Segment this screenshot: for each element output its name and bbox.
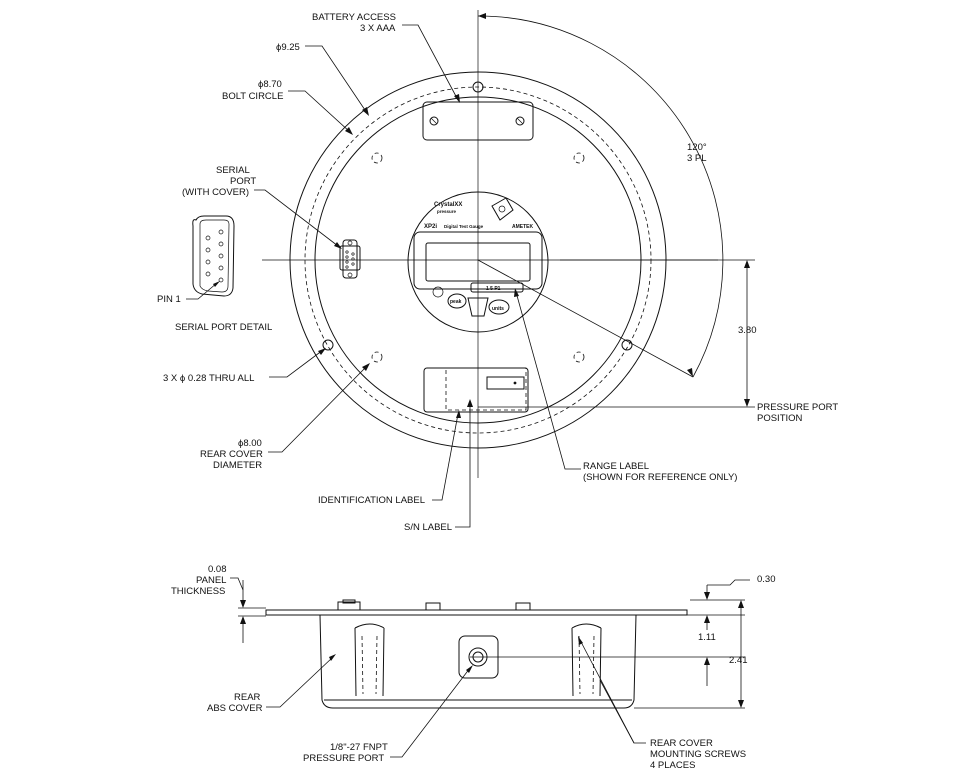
pin1-label: PIN 1 xyxy=(157,294,181,305)
position-label: POSITION xyxy=(757,413,803,424)
serial-label: SERIAL xyxy=(216,165,250,176)
pressure-port-line xyxy=(477,259,694,378)
settings-icon[interactable] xyxy=(432,286,444,298)
thickness-label: THICKNESS xyxy=(171,586,225,597)
range-label: RANGE LABEL xyxy=(583,461,649,472)
pressure-port-label: PRESSURE PORT xyxy=(303,753,384,764)
identification-label: IDENTIFICATION LABEL xyxy=(318,495,425,506)
rear-cover-label: REAR COVER xyxy=(200,449,263,460)
panel xyxy=(265,609,688,616)
dim-111: 1.11 xyxy=(698,632,716,643)
power-icon xyxy=(498,205,506,213)
gauge-face xyxy=(407,191,549,333)
battery-screw xyxy=(515,116,525,126)
rear-cover-dia-label: ϕ8.00 xyxy=(238,438,262,449)
dim-380: 3.80 xyxy=(738,325,757,336)
range-label-note: (SHOWN FOR REFERENCE ONLY) xyxy=(583,472,737,483)
dim-241: 2.41 xyxy=(729,655,748,666)
battery-access-label: BATTERY ACCESS xyxy=(312,12,396,23)
serial-port-detail-label: SERIAL PORT DETAIL xyxy=(175,322,272,333)
mounting-boss xyxy=(354,623,385,697)
bolt-hole xyxy=(472,81,484,93)
screw-mark xyxy=(573,152,585,164)
panel-label: PANEL xyxy=(196,575,226,586)
power-button[interactable] xyxy=(491,197,514,221)
range-label-box xyxy=(470,282,524,293)
battery-boss xyxy=(515,602,531,611)
fnpt-label: 1/8"-27 FNPT xyxy=(330,742,388,753)
connector-outline xyxy=(192,215,235,297)
rear-abs-cover xyxy=(319,614,637,709)
sn-label-inner xyxy=(486,376,525,390)
pressure-port-position-label: PRESSURE PORT xyxy=(757,402,838,413)
dia-925-label: ϕ9.25 xyxy=(276,42,300,53)
units-label: units xyxy=(492,306,504,312)
gauge-brand-sub: pressure xyxy=(437,209,457,214)
side-view: 0.08 PANEL THICKNESS 0.30 1.11 xyxy=(171,564,776,771)
serial-port-detail: PIN 1 SERIAL PORT DETAIL xyxy=(157,215,272,333)
with-cover-label: (WITH COVER) xyxy=(182,187,249,198)
screw-mark xyxy=(371,152,383,164)
serial-port-boss xyxy=(337,601,361,611)
serial-port xyxy=(339,245,361,271)
angle-count: 3 PL xyxy=(687,153,707,164)
battery-access-qty: 3 X AAA xyxy=(360,23,396,34)
gauge-model: XP2i xyxy=(424,224,437,230)
bolt-hole xyxy=(621,339,633,351)
bolt-circle-label: BOLT CIRCLE xyxy=(222,91,283,102)
gauge-bezel xyxy=(413,231,543,290)
diameter-label: DIAMETER xyxy=(213,460,262,471)
battery-screw xyxy=(429,116,439,126)
gauge-maker: AMETEK xyxy=(512,224,534,230)
battery-boss xyxy=(425,602,441,611)
rear-label: REAR xyxy=(234,692,261,703)
screw-mark xyxy=(573,351,585,363)
battery-cover xyxy=(422,101,534,141)
port-label: PORT xyxy=(230,176,256,187)
peak-button[interactable] xyxy=(447,293,467,309)
angle-label: 120° xyxy=(687,142,707,153)
top-view: CrystalXX pressure XP2i Digital Test Gau… xyxy=(163,10,838,533)
dia-870-label: ϕ8.70 xyxy=(258,79,282,90)
serial-pins xyxy=(345,250,355,269)
gauge-brand: CrystalXX xyxy=(434,202,462,208)
screw-mark xyxy=(371,351,383,363)
gauge-model-desc: Digital Test Gauge xyxy=(444,224,484,229)
dim-030: 0.30 xyxy=(757,574,776,585)
gauge-display xyxy=(425,242,531,282)
mounting-screws-label-2: MOUNTING SCREWS xyxy=(650,749,746,760)
range-label-text: 1 5 P1 xyxy=(486,286,501,292)
panel-thickness-dim: 0.08 xyxy=(208,564,227,575)
abs-cover-label: ABS COVER xyxy=(207,703,263,714)
thru-holes-label: 3 X ϕ 0.28 THRU ALL xyxy=(163,373,254,384)
sn-label-box xyxy=(445,367,527,411)
zero-button[interactable] xyxy=(467,297,489,317)
serial-port-cover xyxy=(342,239,358,279)
connector-pins xyxy=(205,229,224,283)
mounting-screws-label-1: REAR COVER xyxy=(650,738,713,749)
sn-label: S/N LABEL xyxy=(404,522,452,533)
mounting-boss xyxy=(571,623,602,697)
mounting-screws-label-3: 4 PLACES xyxy=(650,760,695,771)
peak-label: peak xyxy=(450,299,462,305)
bolt-hole xyxy=(322,339,334,351)
angle-arc xyxy=(477,15,724,378)
identification-label-box xyxy=(423,367,529,413)
units-button[interactable] xyxy=(488,299,510,315)
